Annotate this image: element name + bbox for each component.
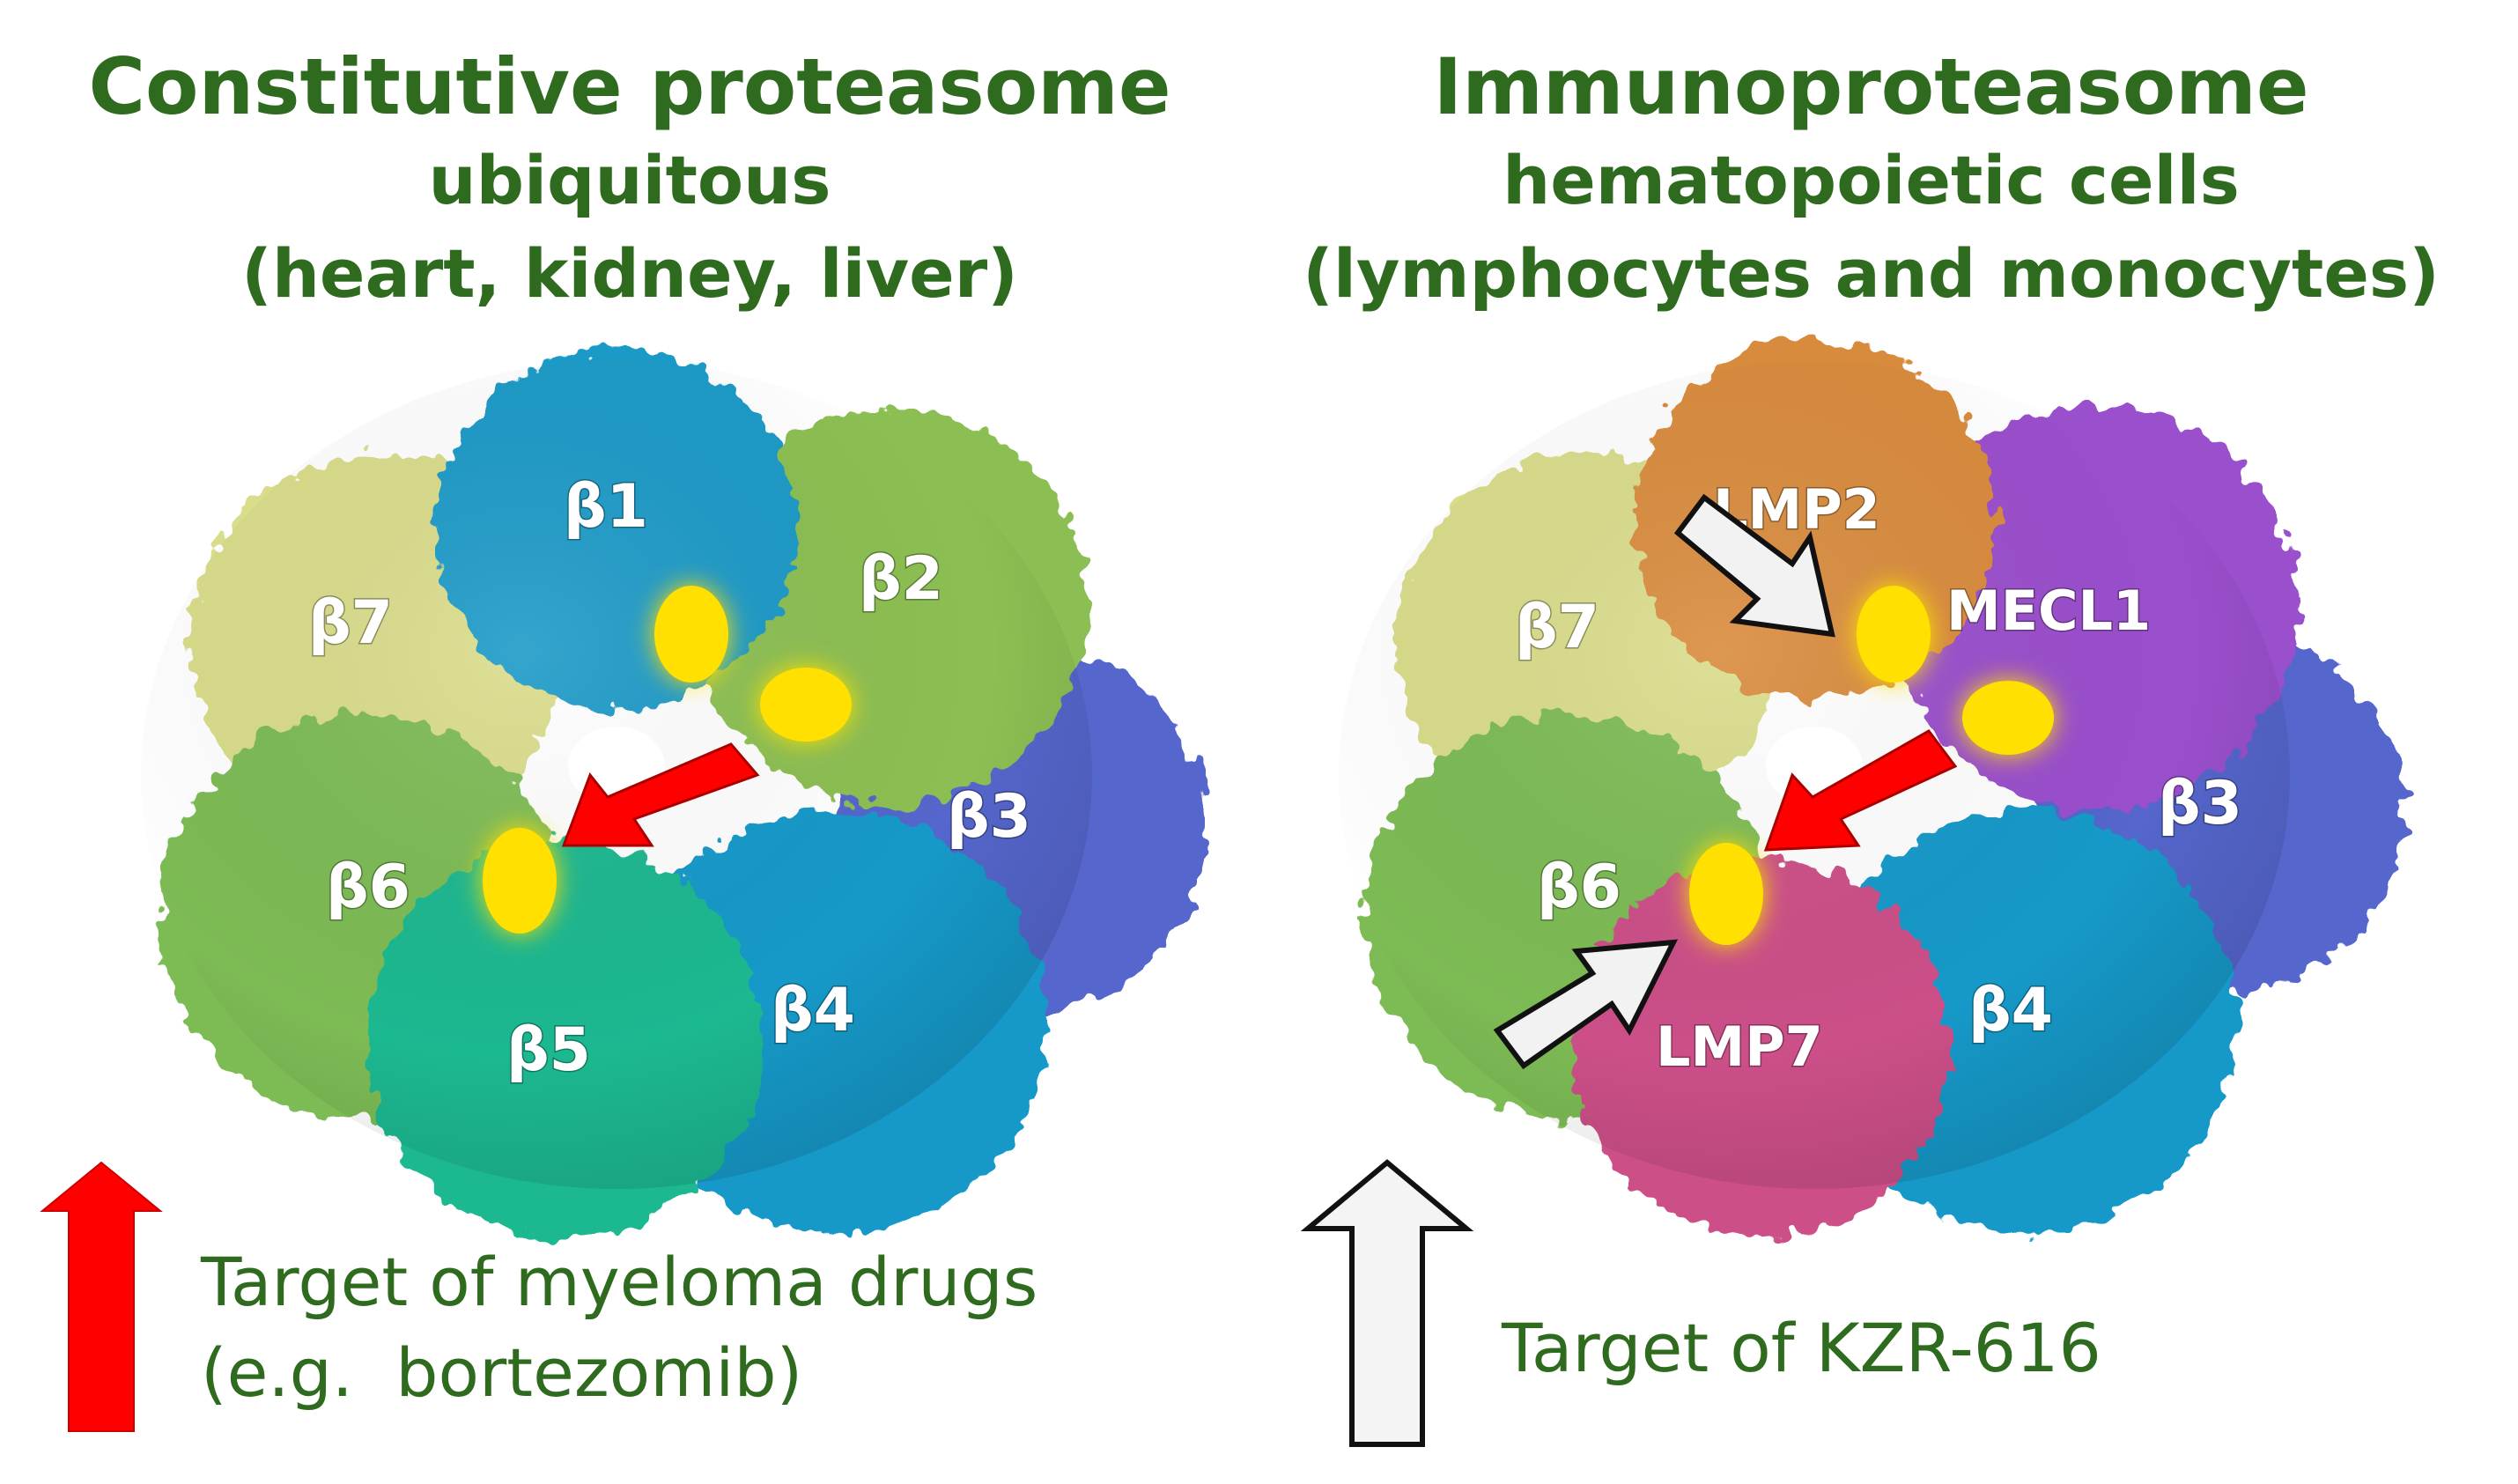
active-site-beta2 [760, 668, 852, 742]
label-beta7: β7 [308, 588, 393, 658]
red-target-arrow-icon [561, 742, 760, 847]
red-target-arrow-icon-right [1763, 729, 1958, 852]
active-site-lmp2 [1857, 586, 1931, 683]
immunoproteasome-subtitle: hematopoietic cells [1503, 141, 2240, 219]
immunoproteasome-title: Immunoproteasome [1433, 41, 2309, 132]
right-panel-title: Immunoproteasome hematopoietic cells (ly… [1224, 48, 2518, 334]
constitutive-proteasome-title: Constitutive proteasome [88, 41, 1171, 132]
active-site-beta1 [654, 586, 728, 683]
legend-right-line1: Target of KZR-616 [1502, 1309, 2101, 1387]
white-target-arrow-icon-lmp2 [1673, 493, 1835, 638]
legend-red-arrow-icon [40, 1161, 163, 1432]
legend-left-line2: (e.g. bortezomib) [201, 1333, 803, 1412]
label-beta4: β4 [771, 976, 855, 1045]
constitutive-proteasome-ring: β1 β2 β3 β4 β5 β6 β7 [141, 348, 1207, 1237]
constitutive-tissues: (heart, kidney, liver) [241, 234, 1018, 313]
legend-left-text: Target of myeloma drugs (e.g. bortezomib… [201, 1237, 1037, 1418]
active-site-beta5 [483, 828, 557, 934]
label-beta6: β6 [326, 853, 410, 922]
immunoproteasome-ring: LMP2 MECL1 β3 β4 LMP7 β6 β7 [1339, 339, 2404, 1237]
active-site-lmp7 [1689, 843, 1763, 945]
label-beta7-right: β7 [1515, 593, 1599, 662]
immunoproteasome-tissues: (lymphocytes and monocytes) [1303, 234, 2440, 313]
label-mecl1: MECL1 [1946, 579, 2151, 643]
white-target-arrow-icon-lmp7 [1493, 939, 1679, 1070]
label-lmp7: LMP7 [1656, 1015, 1823, 1079]
active-site-mecl1 [1962, 681, 2054, 755]
label-beta4-right: β4 [1968, 976, 2053, 1045]
legend-white-arrow-icon [1300, 1159, 1474, 1447]
constitutive-subtitle: ubiquitous [428, 141, 831, 219]
label-beta5: β5 [506, 1015, 591, 1085]
label-beta1: β1 [564, 472, 648, 542]
legend-right-text: Target of KZR-616 [1502, 1303, 2101, 1394]
label-beta2: β2 [859, 544, 943, 614]
legend-left-line1: Target of myeloma drugs [201, 1243, 1038, 1321]
label-beta6-right: β6 [1537, 853, 1621, 922]
label-beta3-right: β3 [2158, 769, 2242, 838]
left-panel-title: Constitutive proteasome ubiquitous (hear… [0, 48, 1259, 334]
label-beta3: β3 [947, 782, 1031, 852]
